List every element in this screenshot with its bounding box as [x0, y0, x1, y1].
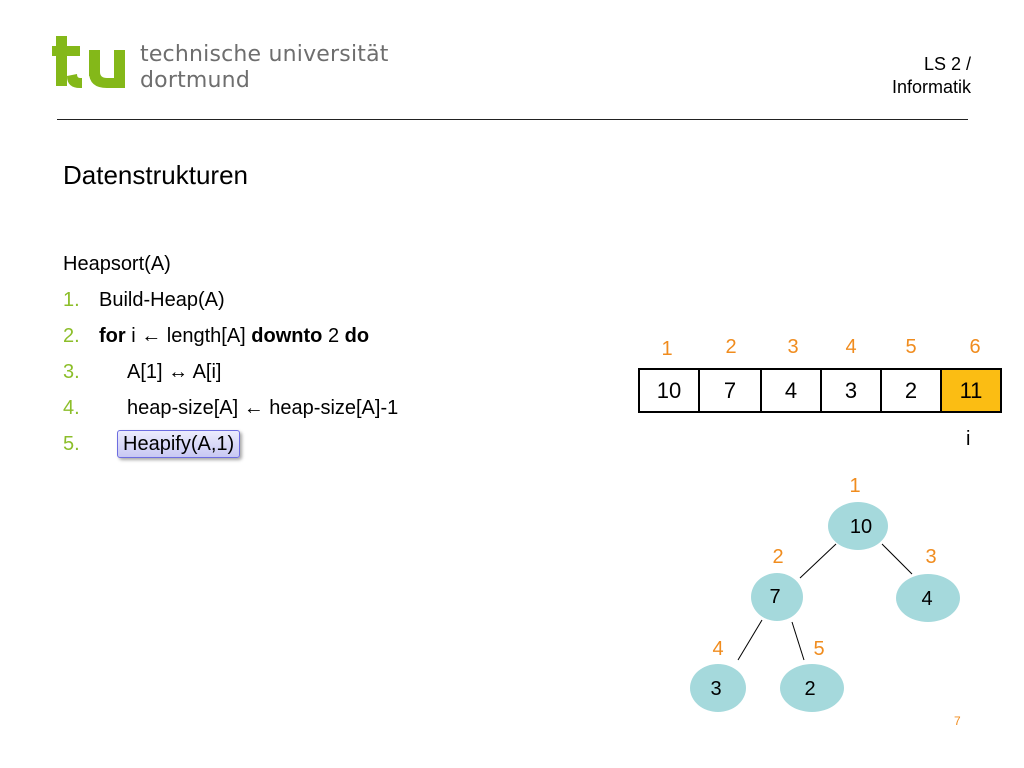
algorithm-name: Heapsort(A) [63, 253, 171, 275]
keyword-downto: downto [251, 325, 323, 347]
array-index: 4 [845, 336, 857, 358]
heap-array: 10 7 4 3 2 11 [638, 368, 1002, 413]
array-cell: 7 [698, 368, 762, 413]
array-index: 1 [661, 338, 673, 360]
line-number: 3. [63, 361, 80, 383]
tree-edge [791, 621, 805, 661]
tree-node [690, 664, 746, 712]
tree-node [896, 574, 960, 622]
header-divider [57, 119, 968, 120]
tu-logo [52, 36, 125, 88]
slide-title: Datenstrukturen [63, 160, 248, 190]
tree-node-value: 10 [850, 516, 872, 538]
algo-line-1: 1. Build-Heap(A) [63, 282, 398, 318]
tree-edge [799, 543, 837, 579]
tree-node-index: 4 [712, 638, 723, 660]
chair-line1: LS 2 / [923, 54, 971, 74]
tree-node-index: 2 [772, 546, 783, 568]
tree-node-index: 3 [925, 546, 936, 568]
keyword-for: for [99, 325, 126, 347]
array-cell: 4 [760, 368, 822, 413]
tree-node [751, 573, 803, 621]
tree-edge [737, 619, 763, 661]
chair-label: LS 2 / Informatik [892, 53, 971, 99]
tree-edge [881, 543, 913, 575]
line-text: A[1] ↔ A[i] [127, 361, 222, 383]
tree-node-value: 3 [710, 678, 721, 700]
tree-node [828, 502, 888, 550]
pointer-label-i: i [966, 428, 971, 450]
array-index: 6 [969, 336, 981, 358]
array-cell: 10 [638, 368, 700, 413]
line-number: 5. [63, 433, 80, 455]
array-index: 3 [787, 336, 799, 358]
line-text: 2 [322, 325, 345, 347]
array-index: 5 [905, 336, 917, 358]
line-number: 4. [63, 397, 80, 419]
tree-node-index: 1 [849, 475, 860, 497]
tree-node-index: 5 [813, 638, 824, 660]
tree-node-value: 7 [769, 586, 780, 608]
array-index: 2 [725, 336, 737, 358]
university-line2: dortmund [140, 68, 250, 93]
line-number: 1. [63, 289, 80, 311]
algo-line-2: 2. for i ← length[A] downto 2 do [63, 318, 398, 354]
line-number: 2. [63, 325, 80, 347]
tree-node-value: 2 [804, 678, 815, 700]
chair-line2: Informatik [891, 77, 971, 97]
array-cell: 2 [880, 368, 942, 413]
tree-node-value: 4 [921, 588, 932, 610]
line-text: heap-size[A] ← heap-size[A]-1 [127, 397, 399, 419]
algo-line-4: 4. heap-size[A] ← heap-size[A]-1 [63, 390, 398, 426]
algo-line-5: 5. Heapify(A,1) [63, 426, 398, 462]
highlighted-current-step: Heapify(A,1) [117, 430, 241, 458]
university-line1: technische universität [140, 42, 389, 67]
university-name: technische universität dortmund [140, 42, 389, 94]
page-number: 7 [954, 714, 961, 728]
line-text: Build-Heap(A) [99, 289, 225, 311]
algo-line-3: 3. A[1] ↔ A[i] [63, 354, 398, 390]
keyword-do: do [344, 325, 370, 347]
line-text: i ← length[A] [125, 325, 252, 347]
tree-node [780, 664, 844, 712]
algorithm-pseudocode: Heapsort(A) 1. Build-Heap(A) 2. for i ← le… [63, 246, 398, 462]
array-cell: 3 [820, 368, 882, 413]
array-cell-highlighted: 11 [940, 368, 1002, 413]
